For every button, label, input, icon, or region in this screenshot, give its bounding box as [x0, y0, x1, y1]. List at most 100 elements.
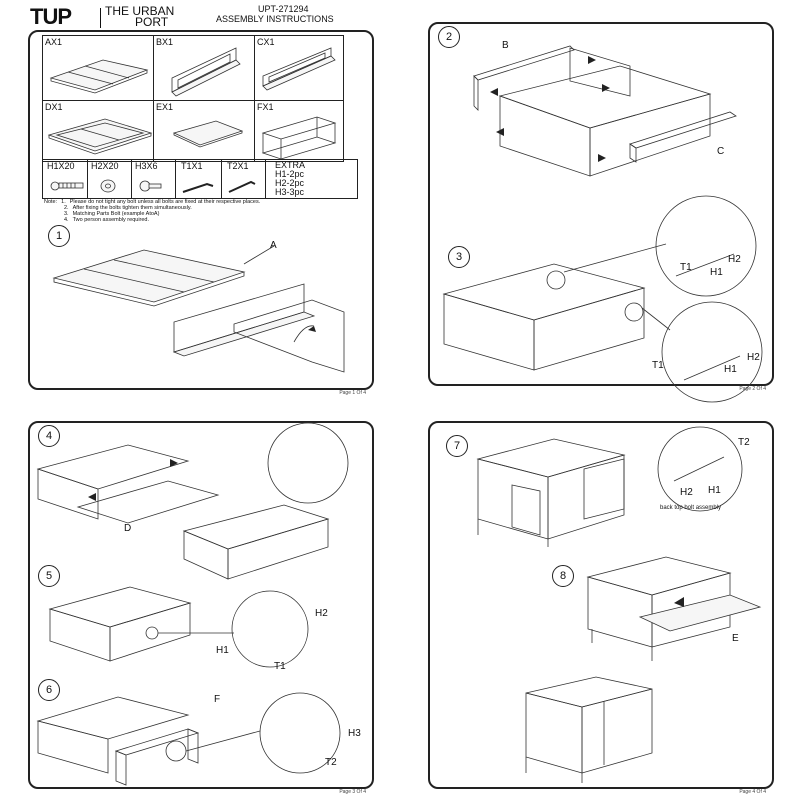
step-2-drawing [473, 45, 737, 177]
hardware-divider [265, 160, 266, 198]
callout-a: A [270, 240, 277, 251]
hardware-row: H1X20 H2X20 H3X6 T1X1 T2X1 EXTRA H1-2pc [42, 159, 358, 199]
callout-h2-bottom: H2 [747, 352, 760, 363]
callout-h1-top: H1 [710, 267, 723, 278]
callout-c: C [717, 146, 725, 157]
finished-cabinet-drawing [525, 676, 653, 783]
part-label: FX1 [257, 102, 274, 112]
callout-t2: T2 [738, 437, 750, 448]
part-ax1-drawing [49, 59, 149, 94]
page-footer: Page 1 Of 4 [339, 390, 366, 396]
step-5-drawing [48, 586, 309, 668]
note-num: 3. [64, 211, 69, 217]
hardware-h3-label: H3X6 [135, 161, 158, 171]
screw-h3-icon [139, 180, 162, 192]
callout-h2-top: H2 [728, 254, 741, 265]
step-5-badge: 5 [38, 565, 60, 587]
brand-logo: TUP [30, 4, 72, 29]
doc-title: ASSEMBLY INSTRUCTIONS [216, 14, 334, 24]
model-number: UPT-271294 [258, 4, 309, 14]
notes: Note:1.Please do not tight any bolt unle… [44, 199, 260, 223]
step-4-drawing [36, 422, 349, 580]
part-ex1-cell: EX1 [153, 100, 255, 162]
part-fx1-cell: FX1 [254, 100, 344, 162]
note-num: 2. [64, 205, 69, 211]
callout-t1: T1 [274, 661, 286, 672]
callout-h1: H1 [708, 485, 721, 496]
washer-h2-icon [100, 179, 116, 193]
callout-h1-bottom: H1 [724, 364, 737, 375]
bolt-h1-icon [50, 181, 84, 191]
callout-h2: H2 [680, 487, 693, 498]
extra-item: H1-2pc [275, 169, 305, 179]
page-4: 7 T2 H2 H1 back top bolt assembly 8 E Pa… [428, 421, 774, 795]
page-2: 2 B C 3 T1 H1 H2 T1 H1 H2 Page 2 Of 4 [428, 22, 774, 403]
page-footer: Page 2 Of 4 [739, 386, 766, 392]
hardware-h2-label: H2X20 [91, 161, 119, 171]
hardware-divider [175, 160, 176, 198]
callout-h2: H2 [315, 608, 328, 619]
page-footer: Page 3 Of 4 [339, 789, 366, 795]
part-ex1-drawing [172, 120, 244, 148]
step-3-drawing [442, 195, 763, 403]
part-bx1-cell: BX1 [153, 35, 255, 101]
part-fx1-drawing [261, 116, 337, 160]
step-4-badge: 4 [38, 425, 60, 447]
note-text: Matching Parts Bolt (example AtoA) [72, 211, 160, 217]
logo-divider [100, 8, 101, 28]
step-1-badge: 1 [48, 225, 70, 247]
callout-h1: H1 [216, 645, 229, 656]
extra-list: EXTRA H1-2pc H2-2pc H3-3pc [275, 161, 305, 197]
part-cx1-cell: CX1 [254, 35, 344, 101]
callout-t2: T2 [325, 757, 337, 768]
brand-name-line1: THE URBAN [105, 4, 175, 18]
callout-t1-bottom: T1 [652, 360, 664, 371]
hardware-divider [87, 160, 88, 198]
note-text: Please do not tight any bolt unless all … [69, 199, 261, 205]
note-num: 1. [61, 199, 66, 205]
hardware-t1-label: T1X1 [181, 161, 203, 171]
brand-name: THE URBAN PORT [105, 4, 175, 29]
note-num: 4. [64, 217, 69, 223]
hardware-h1-label: H1X20 [47, 161, 75, 171]
part-label: BX1 [156, 37, 174, 47]
brand-name-line2: PORT [135, 15, 169, 29]
callout-t1-top: T1 [680, 262, 692, 273]
step-6-badge: 6 [38, 679, 60, 701]
hardware-divider [131, 160, 132, 198]
part-cx1-drawing [262, 47, 336, 91]
part-ax1-cell: AX1 [42, 35, 154, 101]
step-3-badge: 3 [448, 246, 470, 268]
page-3: 4 D 5 H2 H1 T1 6 F H3 T2 Page 3 Of 4 [28, 421, 374, 795]
step-2-badge: 2 [438, 26, 460, 48]
callout-f: F [214, 694, 221, 705]
callout-h3: H3 [348, 728, 361, 739]
allen-key-t2-icon [228, 180, 256, 193]
callout-b: B [502, 40, 509, 51]
extra-item: H3-3pc [275, 187, 305, 197]
notes-label: Note: [44, 199, 58, 205]
step-7-drawing [476, 426, 743, 547]
part-bx1-drawing [171, 47, 241, 97]
part-label: DX1 [45, 102, 63, 112]
step-7-badge: 7 [446, 435, 468, 457]
step-6-drawing [36, 692, 341, 786]
note-text: After fixing the bolts tighten them simu… [72, 205, 192, 211]
step-7-caption: back top bolt assembly [660, 505, 722, 511]
page-1: AX1 BX1 CX1 [28, 30, 374, 396]
hardware-divider [221, 160, 222, 198]
note-text: Two person assembly required. [72, 217, 150, 223]
part-label: AX1 [45, 37, 63, 47]
callout-d: D [124, 523, 132, 534]
page-footer: Page 4 Of 4 [739, 789, 766, 795]
part-label: CX1 [257, 37, 275, 47]
callout-e: E [732, 633, 739, 644]
step-8-badge: 8 [552, 565, 574, 587]
part-label: EX1 [156, 102, 174, 112]
extra-title: EXTRA [275, 160, 306, 170]
hardware-t2-label: T2X1 [227, 161, 249, 171]
step-8-drawing [586, 556, 762, 661]
part-dx1-cell: DX1 [42, 100, 154, 162]
allen-key-t1-icon [182, 182, 214, 193]
extra-item: H2-2pc [275, 178, 305, 188]
